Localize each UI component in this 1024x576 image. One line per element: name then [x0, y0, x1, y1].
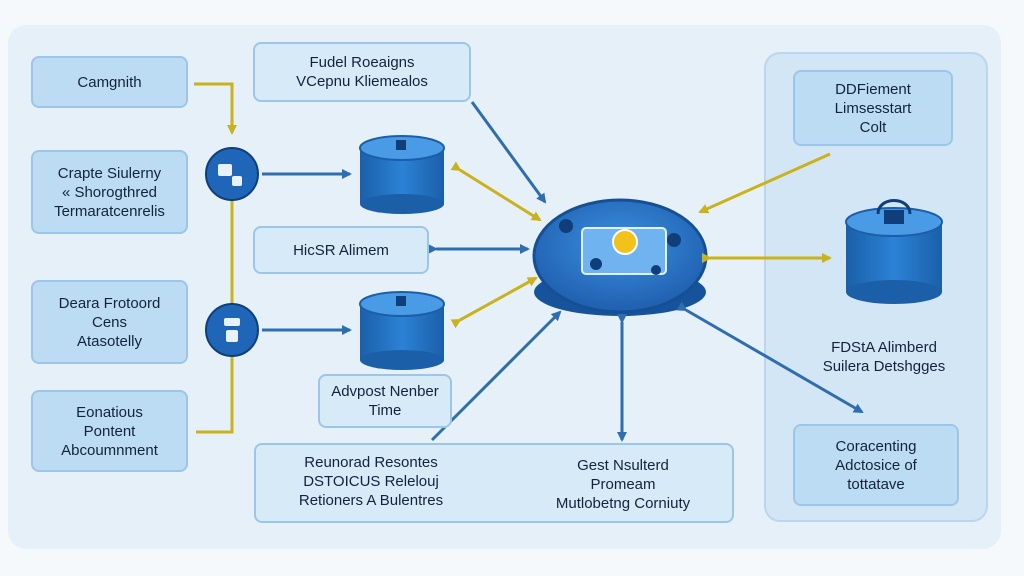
right-top-line-1: DDFiement — [835, 80, 911, 98]
right-bottom-line-2: Adctosice of — [835, 456, 917, 474]
bottom-right-line-3: Mutlobetng Corniuty — [555, 495, 691, 512]
left-box-4-line-2: Pontent — [83, 422, 136, 440]
bottom-left-line-2: DSTOICUS Relelouj — [303, 473, 439, 490]
right-top-line-3: Colt — [859, 118, 887, 136]
top-center-line-1: Fudel Roeaigns — [309, 54, 415, 71]
left-gold-connectors — [194, 82, 237, 434]
right-middle-label: FDStA Alimberd Suilera Detshgges — [794, 338, 974, 376]
bottom-box-left-text: Reunorad Resontes DSTOICUS Relelouj Reti… — [266, 453, 476, 510]
database-icon — [845, 199, 943, 304]
right-bottom-box: Coracenting Adctosice of tottatave — [793, 424, 959, 506]
right-top-box: DDFiement Limsesstart Colt — [793, 70, 953, 146]
advpost-label-box: Advpost Nenber Time — [318, 374, 452, 428]
advpost-line-2: Time — [368, 402, 402, 419]
left-box-3-line-3: Atasotelly — [76, 332, 143, 350]
left-box-2: Crapte Siulerny « Shorogthred Termaratce… — [31, 150, 188, 234]
bottom-right-line-1: Gest Nsulterd — [577, 457, 669, 474]
database-icon — [359, 135, 445, 214]
left-box-2-line-3: Termaratcenrelis — [54, 202, 165, 220]
left-box-2-line-1: Crapte Siulerny — [57, 164, 162, 182]
middle-label-line-1: HicSR Alimem — [293, 241, 389, 259]
hub-arrows — [428, 101, 864, 442]
connector-icon — [205, 147, 259, 201]
left-box-3: Deara Frotoord Cens Atasotelly — [31, 280, 188, 364]
left-box-4: Eonatious Pontent Abcoumnment — [31, 390, 188, 472]
left-box-3-line-2: Cens — [91, 313, 128, 331]
central-hub-icon — [532, 198, 708, 316]
advpost-line-1: Advpost Nenber — [331, 383, 439, 400]
top-center-box: Fudel Roeaigns VCepnu Kliemealos — [253, 42, 471, 102]
left-box-1: Camgnith — [31, 56, 188, 108]
bottom-right-line-2: Promeam — [590, 476, 656, 493]
middle-label-box: HicSR Alimem — [253, 226, 429, 274]
bottom-left-line-1: Reunorad Resontes — [304, 454, 438, 471]
bottom-box-right-text: Gest Nsulterd Promeam Mutlobetng Corniut… — [518, 456, 728, 513]
left-box-1-line-1: Camgnith — [77, 73, 142, 91]
left-box-4-line-1: Eonatious — [76, 403, 143, 421]
right-top-line-2: Limsesstart — [834, 99, 912, 117]
left-box-4-line-3: Abcoumnment — [61, 441, 158, 459]
left-box-3-line-1: Deara Frotoord — [58, 294, 161, 312]
bottom-left-line-3: Retioners A Bulentres — [298, 492, 444, 509]
right-middle-line-1: FDStA Alimberd — [831, 339, 937, 356]
bottom-center-box — [254, 443, 734, 523]
top-center-line-2: VCepnu Kliemealos — [296, 73, 428, 90]
right-bottom-line-1: Coracenting — [835, 437, 917, 455]
database-icon — [359, 291, 445, 370]
right-middle-line-2: Suilera Detshgges — [822, 358, 946, 375]
right-bottom-line-3: tottatave — [847, 475, 905, 493]
connector-icon — [205, 303, 259, 357]
left-box-2-line-2: « Shorogthred — [61, 183, 158, 201]
